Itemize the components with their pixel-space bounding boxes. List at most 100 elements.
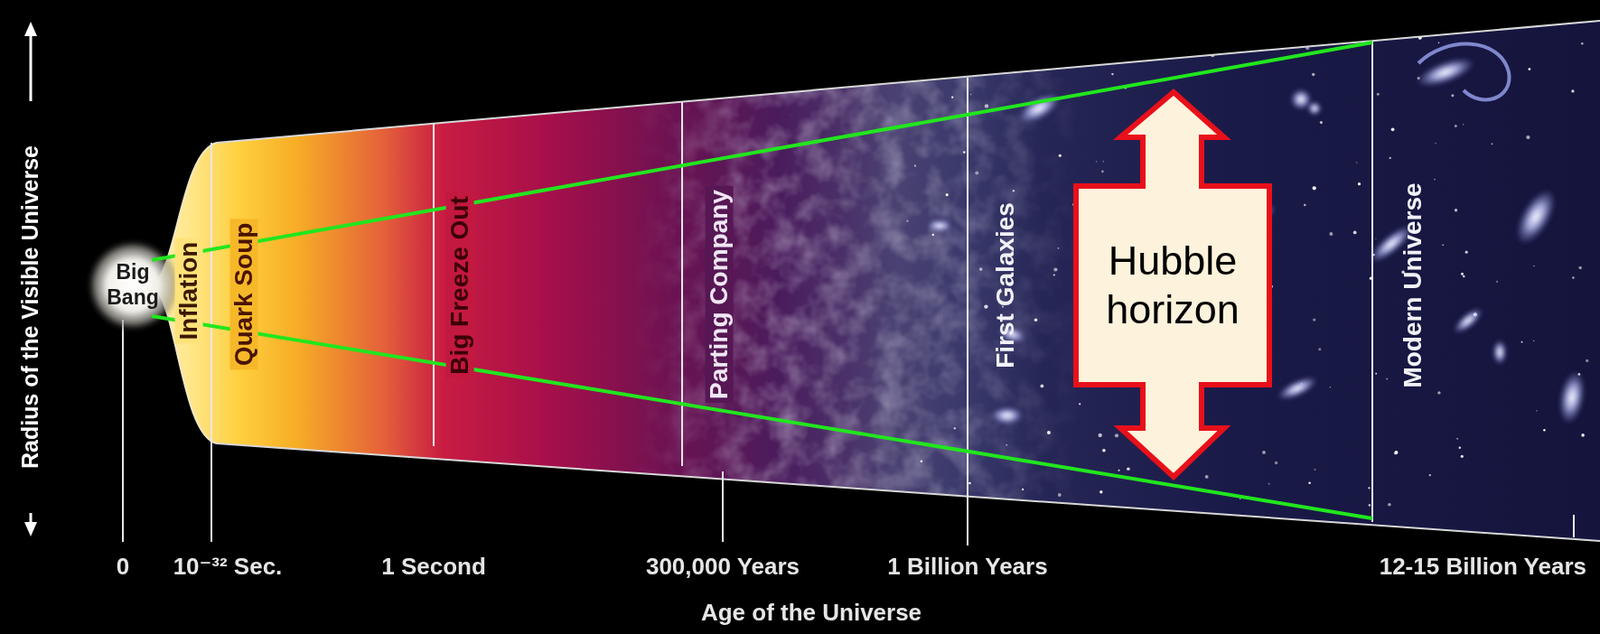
- star: [1460, 455, 1464, 459]
- star: [1442, 244, 1444, 246]
- star: [1094, 61, 1096, 64]
- star: [1571, 276, 1574, 279]
- star: [1528, 67, 1532, 71]
- star: [1356, 161, 1358, 164]
- axis-title: Radius of the Visible Universe: [18, 145, 44, 469]
- star: [1462, 275, 1465, 278]
- star: [1272, 28, 1277, 32]
- star: [1454, 124, 1458, 128]
- star: [1111, 73, 1114, 75]
- star: [1312, 318, 1316, 321]
- star: [1367, 486, 1370, 489]
- star: [1209, 41, 1214, 46]
- big-bang-label: Big Bang: [103, 260, 162, 310]
- star: [1058, 154, 1062, 158]
- star: [1274, 42, 1278, 46]
- star: [1021, 488, 1024, 491]
- cone-edge: [216, 20, 1600, 542]
- star: [1057, 247, 1060, 250]
- era-label: Big Freeze Out: [446, 192, 475, 379]
- star: [1141, 29, 1145, 33]
- star: [1571, 89, 1574, 93]
- star: [1057, 493, 1062, 497]
- star: [1319, 39, 1321, 42]
- star: [1375, 373, 1377, 375]
- time-tick-label: 300,000 Years: [645, 553, 800, 581]
- star: [954, 427, 957, 431]
- star: [1126, 467, 1131, 471]
- gas-texture: [632, 0, 1085, 634]
- star: [1391, 127, 1395, 131]
- star: [1581, 42, 1584, 46]
- star: [1585, 359, 1589, 363]
- star: [1525, 135, 1530, 140]
- star: [1313, 468, 1316, 471]
- time-tick-label: 0: [116, 553, 130, 581]
- star: [1242, 517, 1245, 520]
- big-bang-circle: Big Bang: [87, 240, 178, 331]
- star: [1308, 481, 1311, 485]
- star: [1491, 142, 1494, 145]
- era-label: Quark Soup: [230, 219, 259, 371]
- star: [1287, 39, 1290, 42]
- star: [1368, 504, 1372, 507]
- era-label: Parting Company: [705, 186, 734, 403]
- star: [1268, 483, 1271, 486]
- star: [1318, 347, 1321, 351]
- star: [1496, 280, 1498, 283]
- star: [1118, 469, 1121, 472]
- star: [1434, 142, 1437, 145]
- star: [932, 233, 935, 236]
- star: [1401, 535, 1405, 540]
- star: [1205, 475, 1209, 479]
- star: [1543, 429, 1545, 431]
- star: [1053, 274, 1056, 277]
- star: [1329, 386, 1331, 388]
- star: [1328, 232, 1333, 236]
- star: [1353, 231, 1357, 235]
- star: [1034, 318, 1038, 322]
- star: [1578, 266, 1582, 271]
- time-tick-label: 1 Second: [381, 553, 487, 581]
- star: [1387, 503, 1392, 507]
- star: [1303, 204, 1307, 207]
- star: [1032, 47, 1035, 50]
- star: [1376, 93, 1380, 96]
- stars: [906, 28, 1589, 539]
- star: [1438, 42, 1441, 45]
- star: [1311, 73, 1315, 76]
- star: [1460, 272, 1464, 276]
- star: [1429, 474, 1432, 477]
- star: [1394, 450, 1399, 455]
- star: [1454, 208, 1458, 212]
- star: [1465, 251, 1469, 254]
- star: [1433, 178, 1436, 181]
- star: [1389, 157, 1392, 160]
- star: [1535, 410, 1537, 412]
- node-title: Hubble horizon: [1091, 236, 1254, 335]
- star: [970, 93, 973, 96]
- star: [906, 220, 908, 223]
- star: [1521, 341, 1524, 344]
- star: [1006, 444, 1009, 447]
- star: [1375, 238, 1376, 240]
- star: [1114, 433, 1119, 438]
- star: [1103, 160, 1105, 162]
- star: [1047, 430, 1051, 435]
- star: [1095, 160, 1097, 162]
- star: [951, 96, 954, 99]
- star: [1357, 182, 1361, 186]
- star: [914, 165, 917, 168]
- star: [920, 460, 924, 464]
- era-dividers: [122, 41, 1574, 546]
- star: [1581, 433, 1585, 438]
- star: [984, 103, 989, 108]
- axis-title: Age of the Universe: [701, 599, 922, 627]
- star: [1533, 265, 1535, 267]
- era-label: Modern Universe: [1399, 182, 1428, 388]
- star: [1102, 449, 1106, 453]
- hubble-horizon-lines: [151, 42, 1373, 519]
- star: [1462, 123, 1464, 125]
- star: [974, 171, 979, 176]
- time-tick-label: 10⁻³² Sec.: [173, 553, 283, 581]
